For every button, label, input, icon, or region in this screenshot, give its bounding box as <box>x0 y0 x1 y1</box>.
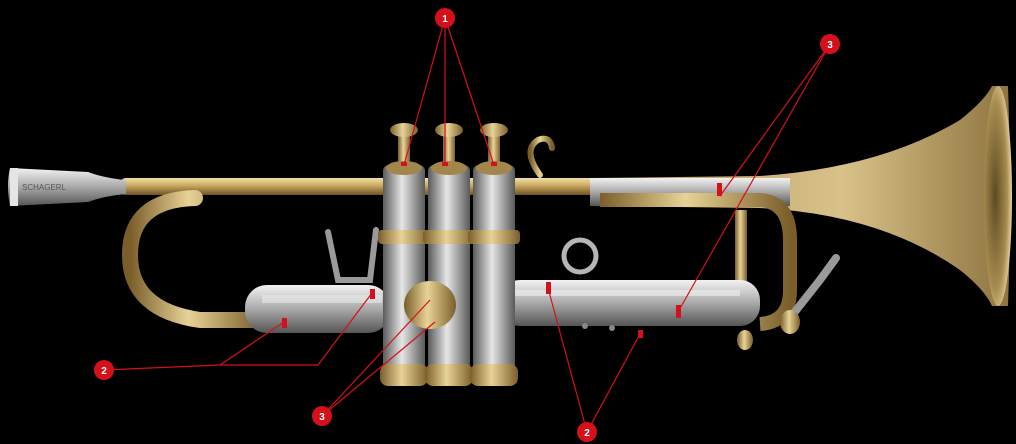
first-slide-ring <box>561 237 599 275</box>
valve-casing-2 <box>423 165 475 386</box>
svg-text:1: 1 <box>442 14 448 25</box>
water-key <box>737 254 840 350</box>
valve-button-3 <box>476 123 512 175</box>
valve-casing-1 <box>378 165 430 386</box>
valve-block <box>378 165 520 386</box>
first-valve-slide <box>500 280 760 331</box>
finger-hook <box>527 135 555 178</box>
mouthpiece: SCHAGERL <box>8 168 126 206</box>
third-slide-ring <box>325 227 379 283</box>
third-valve-slide <box>245 285 390 333</box>
callout-anchor-marks <box>282 162 722 338</box>
svg-text:3: 3 <box>319 412 325 423</box>
svg-text:2: 2 <box>584 428 590 439</box>
upper-loop <box>600 193 797 331</box>
callout-badge-1: 1 <box>435 8 455 28</box>
svg-text:3: 3 <box>827 40 833 51</box>
valve-casing-3 <box>468 165 520 386</box>
callout-badge-2-right: 2 <box>577 422 597 442</box>
callout-lines <box>103 17 831 433</box>
callout-badge-2-left: 2 <box>94 360 114 380</box>
mouthpiece-engraving: SCHAGERL <box>22 183 67 192</box>
callout-badge-3-left: 3 <box>312 406 332 426</box>
valve-button-1 <box>386 123 422 175</box>
callout-badge-3-right: 3 <box>820 34 840 54</box>
svg-text:2: 2 <box>101 366 107 377</box>
valve-button-2 <box>431 123 467 175</box>
valve-buttons <box>386 123 512 175</box>
bell <box>590 86 1012 306</box>
main-tuning-slide <box>121 190 390 328</box>
